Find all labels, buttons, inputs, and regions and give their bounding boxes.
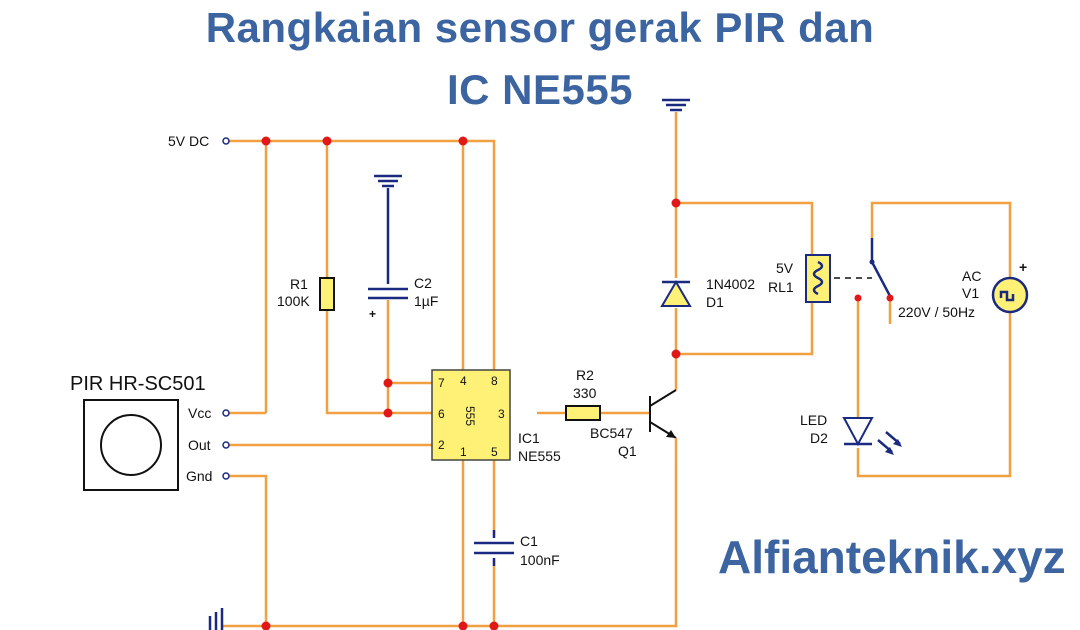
v1-ref: V1 [962, 285, 979, 301]
pir-lens-icon [100, 414, 162, 476]
ground-top-icon [662, 98, 690, 112]
d1-ref: D1 [706, 294, 724, 310]
ic-pin-2: 2 [438, 438, 445, 452]
junctions [261, 136, 681, 630]
ic-pin-5: 5 [491, 445, 498, 459]
ac-source-icon [991, 276, 1029, 314]
pir-pin-gnd: Gnd [186, 468, 212, 484]
junction-dot [671, 349, 681, 359]
junction-dot [458, 136, 468, 146]
ic-part: NE555 [518, 448, 561, 464]
r2-ref: R2 [576, 367, 594, 383]
relay-switch-icon [854, 238, 894, 302]
d1-part: 1N4002 [706, 276, 755, 292]
c1-value: 100nF [520, 552, 560, 568]
relay-rl1: 5V RL1 [768, 254, 872, 303]
v1-rating: 220V / 50Hz [898, 304, 975, 320]
wire-r1-to-pin6 [325, 310, 432, 415]
wire-ac-top [870, 201, 1012, 278]
ground-stub-icon [208, 608, 224, 630]
ic-ref: IC1 [518, 430, 540, 446]
c2-value: 1µF [414, 293, 438, 309]
junction-dot [261, 136, 271, 146]
d2-part: LED [800, 412, 827, 428]
c1-ref: C1 [520, 533, 538, 549]
terminals [222, 137, 230, 480]
ic-pin-4: 4 [460, 374, 467, 388]
pir-module: PIR HR-SC501 Vcc Out Gnd [70, 373, 212, 491]
pir-name: PIR HR-SC501 [70, 373, 206, 395]
resistor-r2: R2 330 [565, 367, 601, 421]
junction-dot [322, 136, 332, 146]
wire-to-relay-top [676, 201, 814, 255]
junction-dot [489, 621, 499, 630]
wire-pir-gnd [226, 474, 268, 626]
wires [222, 112, 1012, 628]
ic-body [431, 369, 511, 461]
junction-dot [458, 621, 468, 630]
ic-pin-3: 3 [498, 407, 505, 421]
wire-ac-bottom [856, 312, 1012, 478]
ic-pin-6: 6 [438, 407, 445, 421]
q1-ref: Q1 [618, 443, 637, 459]
diode-d1: 1N4002 D1 [660, 276, 755, 310]
d2-ref: D2 [810, 430, 828, 446]
wire-5v-rail [226, 139, 496, 370]
r1-value: 100K [277, 293, 310, 309]
pir-body [83, 399, 179, 491]
c2-ref: C2 [414, 275, 432, 291]
ac-source-v1: + AC V1 220V / 50Hz [898, 259, 1029, 320]
diagram-title-line-1: Rangkaian sensor gerak PIR dan [205, 4, 875, 51]
pir-pin-out: Out [188, 437, 211, 453]
junction-dot [383, 378, 393, 388]
rl1-ref: RL1 [768, 279, 794, 295]
ic-pin-7: 7 [438, 376, 445, 390]
diagram-title-line-2: IC NE555 [446, 66, 634, 113]
supply-label: 5V DC [168, 133, 209, 149]
capacitor-c1: C1 100nF [474, 530, 560, 568]
r1-ref: R1 [290, 276, 308, 292]
v1-type: AC [962, 268, 981, 284]
led-d2: LED D2 [800, 412, 902, 455]
wire-ground-rail [222, 460, 678, 628]
junction-dot [383, 408, 393, 418]
c2-polarity: + [369, 307, 376, 321]
transistor-q1: BC547 Q1 [590, 389, 678, 460]
rl1-voltage: 5V [776, 260, 794, 276]
r2-value: 330 [573, 385, 597, 401]
ic-pin-8: 8 [491, 374, 498, 388]
wire-to-relay-bottom [676, 302, 814, 356]
ic-pin-1: 1 [460, 445, 467, 459]
ground-symbol-icon [374, 174, 402, 188]
q1-part: BC547 [590, 425, 633, 441]
pir-pin-vcc: Vcc [188, 405, 211, 421]
ic-body-label: 555 [463, 406, 477, 426]
capacitor-c2: + C2 1µF [368, 188, 438, 321]
junction-dot [671, 198, 681, 208]
watermark-brand: Alfianteknik.xyz [718, 531, 1066, 583]
junction-dot [261, 621, 271, 630]
resistor-r1: R1 100K [277, 276, 335, 311]
ic-ne555: 555 7 4 8 6 3 2 1 5 IC1 NE555 [431, 369, 561, 464]
v1-polarity: + [1019, 259, 1027, 275]
